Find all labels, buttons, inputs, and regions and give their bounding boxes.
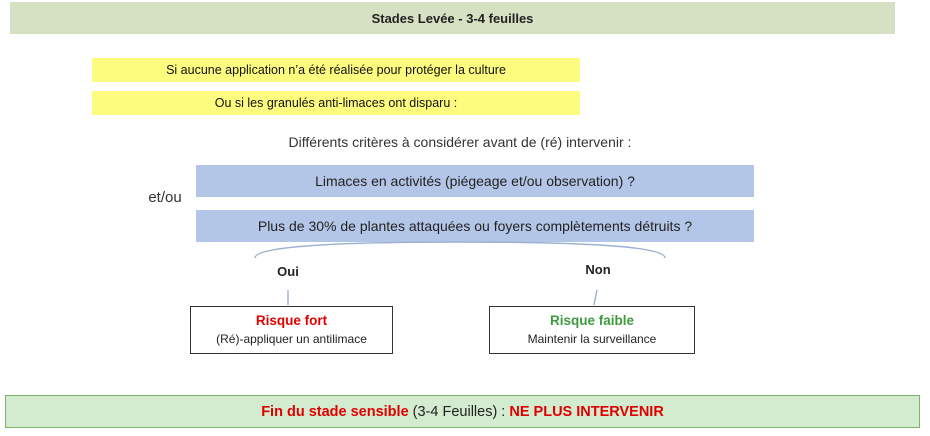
- criterion-damaged-plants: Plus de 30% de plantes attaquées ou foye…: [196, 210, 754, 242]
- criteria-connector-label: et/ou: [148, 188, 182, 206]
- criteria-intro-text: Différents critères à considérer avant d…: [288, 134, 632, 150]
- criterion-slug-activity: Limaces en activités (piégeage et/ou obs…: [196, 165, 754, 197]
- title-banner: Stades Levée - 3-4 feuilles: [10, 2, 895, 34]
- high-risk-title: Risque fort: [255, 313, 328, 328]
- low-risk-action: Maintenir la surveillance: [527, 332, 657, 346]
- low-risk-title: Risque faible: [549, 313, 635, 328]
- answer-yes-label: Oui: [277, 263, 299, 279]
- result-high-risk: Risque fort (Ré)-appliquer un antilimace: [190, 306, 393, 354]
- no-connector-line: [593, 289, 598, 306]
- high-risk-action: (Ré)-appliquer un antilimace: [216, 332, 367, 346]
- conclusion-end-of-stage: Fin du stade sensible: [261, 403, 409, 420]
- conclusion-banner: Fin du stade sensible (3-4 Feuilles) : N…: [5, 395, 920, 428]
- conclusion-stage-detail: (3-4 Feuilles) :: [408, 403, 510, 420]
- answer-no-label: Non: [585, 261, 611, 277]
- condition-no-application: Si aucune application n’a été réalisée p…: [92, 58, 580, 82]
- result-low-risk: Risque faible Maintenir la surveillance: [489, 306, 695, 354]
- decision-branch-curve: [254, 241, 666, 259]
- condition-granules-gone: Ou si les granulés anti-limaces ont disp…: [92, 91, 580, 115]
- conclusion-stop-action: NE PLUS INTERVENIR: [509, 403, 664, 420]
